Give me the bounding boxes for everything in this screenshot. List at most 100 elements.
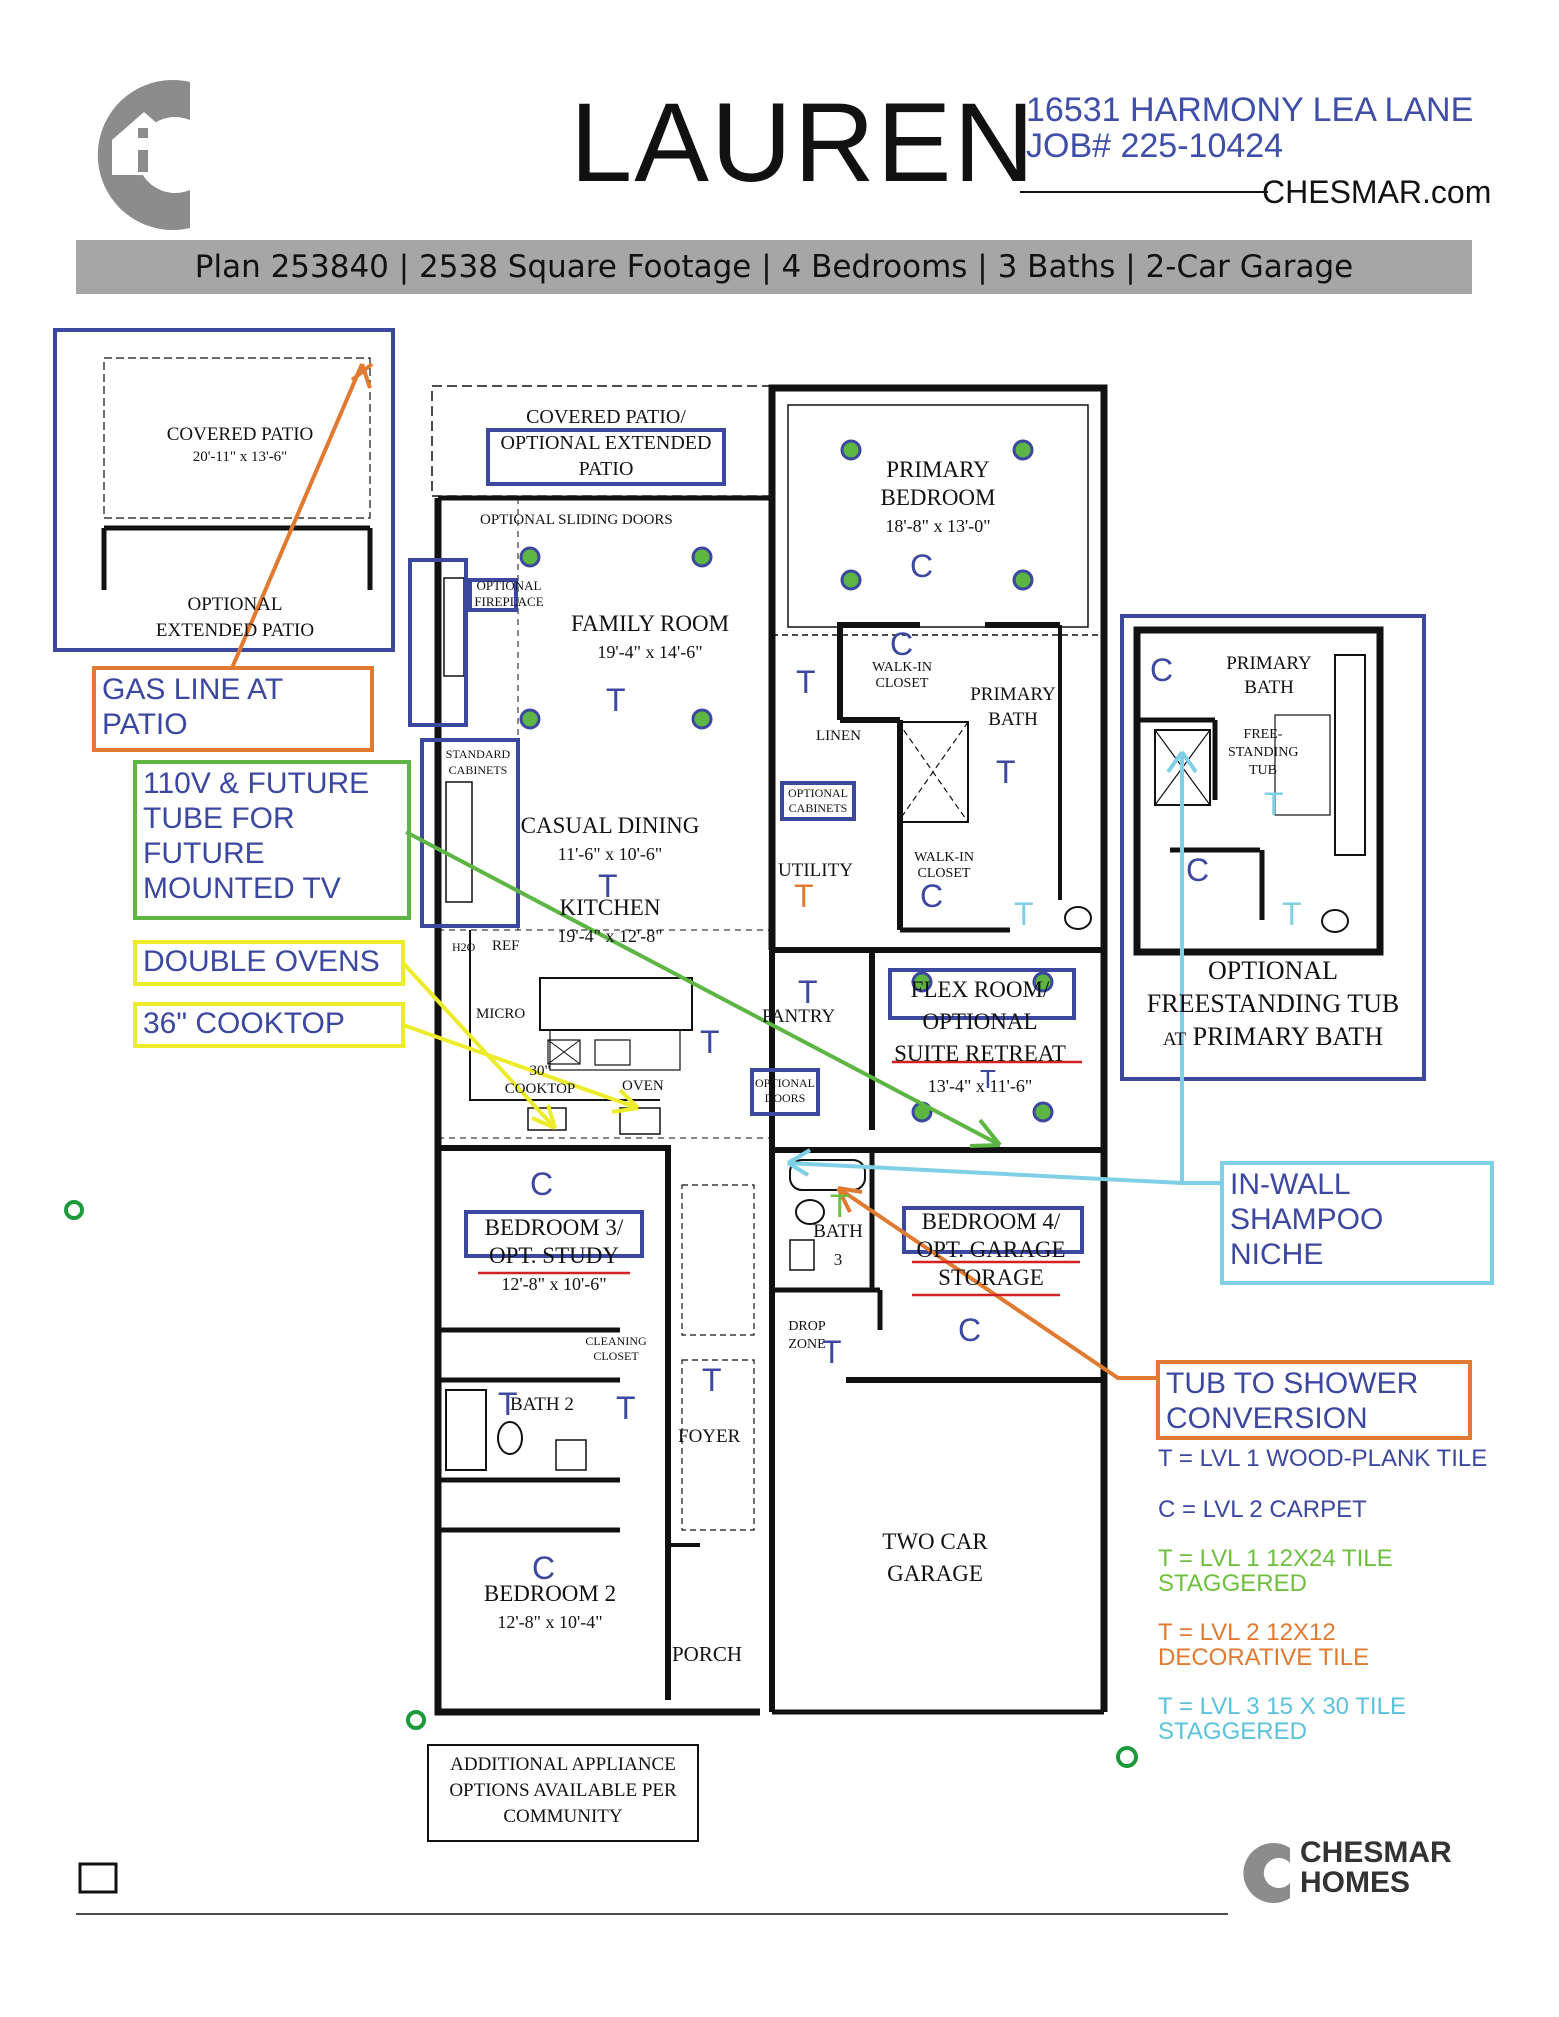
equal-housing-icon — [78, 1862, 118, 1894]
cooktop-label: 30" COOKTOP — [500, 1062, 580, 1098]
inset-caption-1: OPTIONAL — [1208, 956, 1338, 985]
kitchen-dims: 19'-4" x 12'-8" — [557, 926, 663, 946]
ref-label: REF — [492, 938, 520, 954]
bath3-num: 3 — [833, 1250, 843, 1269]
mark-inset-C2: C — [1186, 852, 1210, 888]
appliance-note: ADDITIONAL APPLIANCE OPTIONS AVAILABLE P… — [449, 1754, 677, 1827]
bedroom2-label: BEDROOM 2 12'-8" x 10'-4" — [450, 1580, 650, 1636]
address: 16531 HARMONY LEA LANE — [1026, 91, 1474, 129]
gas-line-callout: GAS LINE AT PATIO — [102, 673, 283, 741]
mark-closet-C: C — [890, 626, 914, 662]
plan-title: LAUREN — [570, 80, 1037, 205]
family-room-label: FAMILY ROOM 19'-4" x 14'-6" — [550, 610, 750, 666]
bath3-label: BATH 3 — [808, 1218, 868, 1274]
address-block: 16531 HARMONY LEA LANE JOB# 225-10424 — [1026, 92, 1473, 164]
mark-inset-T3: T — [1264, 786, 1284, 822]
inset-patio-title: COVERED PATIO — [166, 424, 314, 445]
standard-cabinets-label: STANDARD CABINETS — [445, 747, 511, 777]
inset-caption-3: PRIMARY BATH — [1192, 1022, 1384, 1051]
linen-label: LINEN — [816, 728, 861, 744]
primary-bedroom-line2: BEDROOM — [880, 485, 996, 510]
legend-item-4: T = LVL 2 12X12 DECORATIVE TILE — [1158, 1619, 1370, 1671]
covered-patio-label: COVERED PATIO/ OPTIONAL EXTENDED PATIO — [488, 404, 724, 482]
covered-patio-line2: OPTIONAL EXTENDED — [500, 432, 712, 454]
porch-label: PORCH — [672, 1642, 743, 1666]
inset-patio-dims: 20'-11" x 13'-6" — [192, 449, 288, 465]
bedroom4-name: BEDROOM 4/ — [921, 1209, 1061, 1234]
primary-bedroom-dims: 18'-8" x 13'-0" — [885, 516, 991, 536]
mark-bed3-C: C — [530, 1166, 554, 1202]
cooktop-name: COOKTOP — [504, 1081, 576, 1097]
double-ovens-callout: DOUBLE OVENS — [143, 945, 380, 978]
foyer-label: FOYER — [678, 1426, 741, 1447]
mark-flex-T: T — [980, 1064, 996, 1094]
mark-foyer-T: T — [702, 1362, 722, 1398]
family-room-dims: 19'-4" x 14'-6" — [597, 642, 703, 662]
shampoo-niche-callout: IN-WALL SHAMPOO NICHE — [1230, 1168, 1384, 1271]
bedroom3-dims: 12'-8" x 10'-6" — [501, 1274, 607, 1294]
walk-in-closet-2-label: WALK-IN CLOSET — [914, 850, 974, 881]
kitchen-label: KITCHEN 19'-4" x 12'-8" — [510, 894, 710, 950]
job-number: JOB# 225-10424 — [1026, 127, 1284, 165]
plan-summary-banner: Plan 253840 | 2538 Square Footage | 4 Be… — [76, 240, 1472, 294]
inset-extended: EXTENDED PATIO — [155, 620, 315, 641]
legend-item-1: T = LVL 1 WOOD-PLANK TILE — [1158, 1445, 1488, 1472]
bedroom4-garage: OPT. GARAGE — [916, 1237, 1066, 1262]
mark-bed2-C: C — [532, 1550, 556, 1586]
inset-primary-bath-label: PRIMARY BATH — [1226, 653, 1312, 698]
mark-hall-T: T — [796, 664, 816, 700]
bedroom2-name: BEDROOM 2 — [483, 1581, 617, 1606]
mark-primary-bed-C: C — [910, 548, 934, 584]
flex-room-optional: OPTIONAL — [922, 1009, 1038, 1034]
flex-room-suite: SUITE RETREAT — [894, 1041, 1066, 1066]
legend-item-5: T = LVL 3 15 X 30 TILE STAGGERED — [1158, 1693, 1406, 1745]
mark-family-T: T — [606, 682, 626, 718]
website-link[interactable]: CHESMAR.com — [1262, 174, 1492, 210]
bath3-name: BATH — [813, 1221, 863, 1242]
bedroom3-study: OPT. STUDY — [489, 1243, 619, 1268]
cooktop-callout: 36" COOKTOP — [143, 1007, 345, 1040]
h2o-label: H2O — [452, 940, 476, 954]
mark-bath3-T1: T — [830, 1188, 850, 1224]
utility-label: UTILITY — [778, 860, 853, 881]
mark-inset-C1: C — [1150, 652, 1174, 688]
legend-item-3: T = LVL 1 12X24 TILE STAGGERED — [1158, 1545, 1393, 1597]
family-room-name: FAMILY ROOM — [570, 611, 730, 636]
optional-fireplace-label: OPTIONAL FIREPLACE — [474, 578, 544, 609]
mark-kitchen-T: T — [700, 1024, 720, 1060]
footer-brand: CHESMAR HOMES — [1300, 1838, 1452, 1898]
bedroom3-name: BEDROOM 3/ — [484, 1215, 624, 1240]
mark-utility-T2: T — [794, 878, 814, 914]
tub-to-shower-callout: TUB TO SHOWER CONVERSION — [1166, 1367, 1419, 1435]
garage-label: TWO CAR GARAGE — [882, 1529, 988, 1586]
covered-patio-line3: PATIO — [578, 458, 634, 480]
flooring-legend: T = LVL 1 WOOD-PLANK TILE C = LVL 2 CARP… — [1158, 1446, 1538, 1744]
inset-caption-at: AT — [1162, 1029, 1187, 1050]
optional-cabinets-label: OPTIONAL CABINETS — [788, 786, 848, 815]
inset-caption-3-row: AT PRIMARY BATH — [1130, 1020, 1416, 1056]
footer-brand-2: HOMES — [1300, 1866, 1411, 1899]
mark-drop-T: T — [822, 1334, 842, 1370]
bedroom2-dims: 12'-8" x 10'-4" — [497, 1612, 603, 1632]
sliding-doors-label: OPTIONAL SLIDING DOORS — [480, 512, 673, 528]
flex-room-dims: 13'-4" x 11'-6" — [927, 1076, 1033, 1096]
tv-callout: 110V & FUTURE TUBE FOR FUTURE MOUNTED TV — [143, 767, 370, 905]
micro-label: MICRO — [476, 1006, 526, 1022]
cooktop-size: 30" — [529, 1063, 551, 1079]
legend-item-2: C = LVL 2 CARPET — [1158, 1496, 1367, 1523]
mark-bed4-C: C — [958, 1312, 982, 1348]
inset-optional: OPTIONAL — [187, 594, 283, 615]
mark-hall2-T: T — [616, 1390, 636, 1426]
primary-bedroom-line1: PRIMARY — [886, 457, 990, 482]
flex-room-label: FLEX ROOM/ OPTIONAL SUITE RETREAT 13'-4"… — [880, 974, 1080, 1102]
chesmar-logo-icon — [97, 80, 190, 231]
flex-room-name: FLEX ROOM/ — [910, 977, 1050, 1002]
mark-closet2-C: C — [920, 878, 944, 914]
inset-bath-caption: OPTIONAL FREESTANDING TUB AT PRIMARY BAT… — [1130, 954, 1416, 1056]
mark-primary-bath-T: T — [996, 754, 1016, 790]
inset-patio-caption: OPTIONAL EXTENDED PATIO — [130, 592, 340, 644]
casual-dining-name: CASUAL DINING — [520, 813, 700, 838]
mark-dining-T: T — [598, 868, 618, 904]
kitchen-name: KITCHEN — [559, 895, 661, 920]
